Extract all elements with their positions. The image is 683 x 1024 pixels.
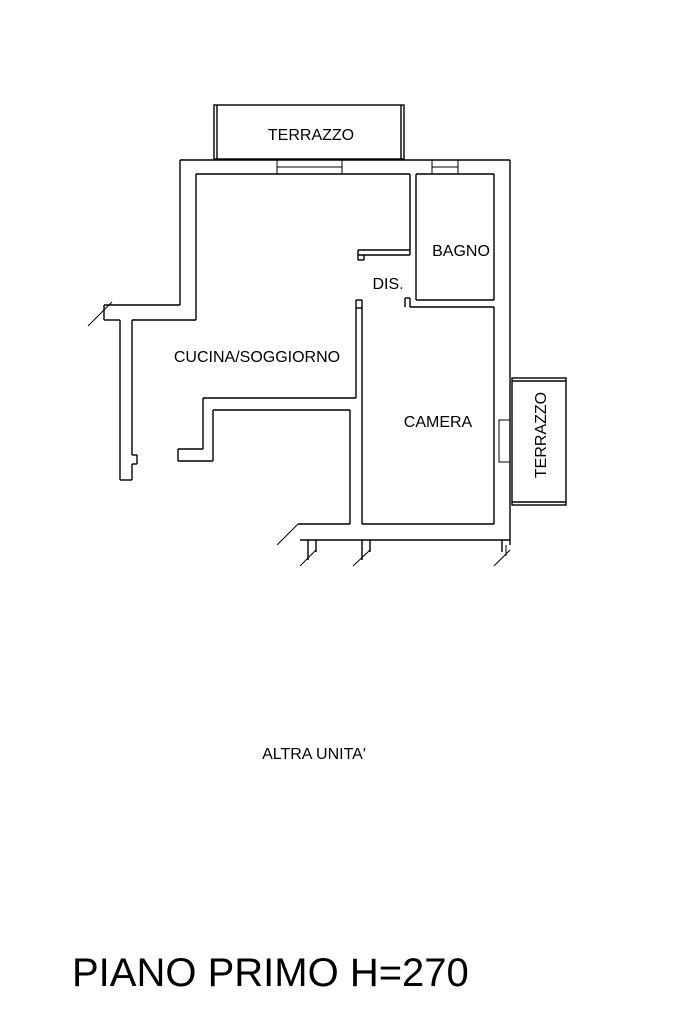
terrace-right bbox=[511, 377, 567, 506]
label-altra-unita: ALTRA UNITA' bbox=[262, 746, 366, 763]
interior-walls bbox=[177, 174, 494, 524]
label-camera: CAMERA bbox=[404, 414, 473, 431]
exterior-walls bbox=[87, 159, 511, 567]
label-cucina-soggiorno: CUCINA/SOGGIORNO bbox=[174, 349, 340, 366]
label-dis: DIS. bbox=[372, 276, 403, 293]
label-bagno: BAGNO bbox=[432, 243, 490, 260]
terrace-top bbox=[213, 104, 405, 160]
plan-title: PIANO PRIMO H=270 bbox=[72, 951, 469, 995]
label-terrazzo-top: TERRAZZO bbox=[268, 127, 354, 144]
label-terrazzo-right: TERRAZZO bbox=[533, 392, 550, 478]
